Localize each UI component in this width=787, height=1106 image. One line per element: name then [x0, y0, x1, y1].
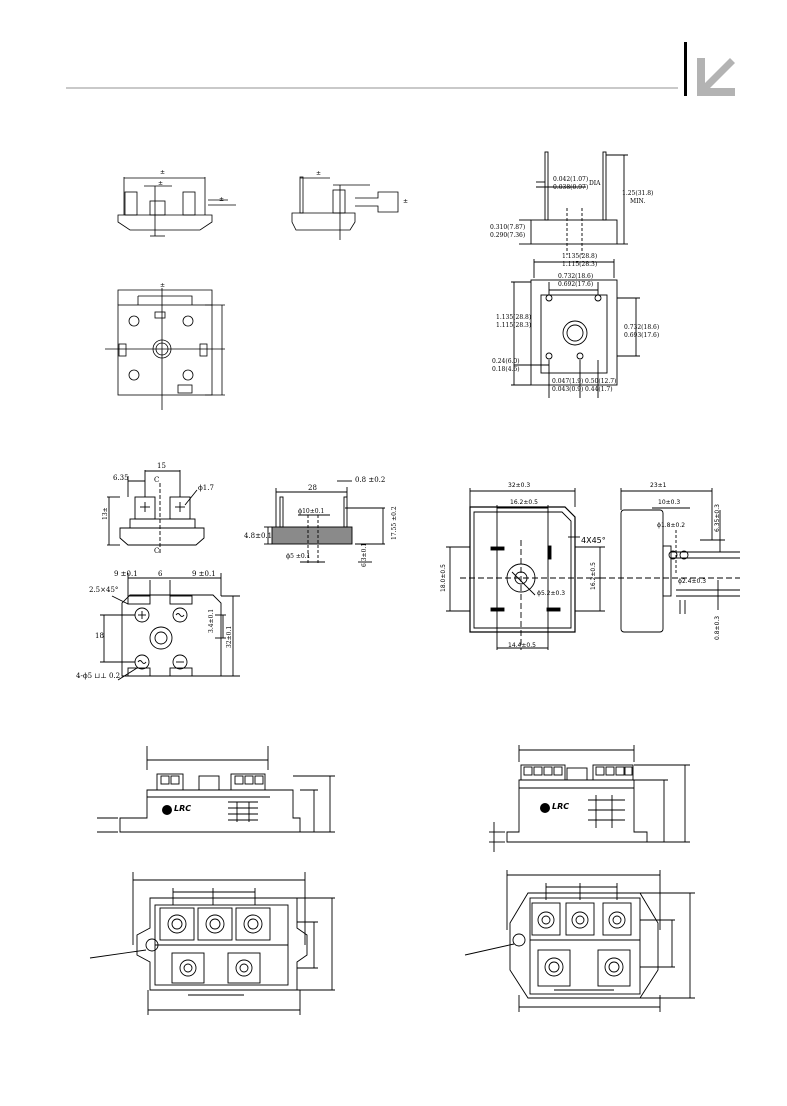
fig3-inner: 16.2±0.5 [510, 499, 538, 506]
lrc-logo-left [162, 805, 172, 815]
fig2-holes: 4-ϕ5 ⊔⊥ 0.2 [76, 672, 121, 680]
fig1-pin-dia: 0.042(1.07) [553, 176, 589, 183]
fig3-bottom: 14.4±0.5 [508, 642, 536, 649]
fig3-side-08: 0.8±0.3 [714, 615, 721, 640]
fig2-b34: 3.4±0.1 [208, 608, 215, 633]
fig1-side-view [519, 151, 628, 255]
fig2-c-bot: C [154, 547, 160, 555]
fig1-height: 1.25(31.8) [622, 190, 654, 197]
fig2-b32: 32±0.1 [226, 625, 233, 648]
module-right-terminals [531, 902, 632, 987]
fig2-h13: 13± [102, 507, 109, 520]
fig2-a9r: 9 ±0.1 [192, 570, 216, 578]
arrow-down-left-icon [697, 58, 735, 96]
module-right-side-view [489, 745, 690, 852]
logo-divider [684, 42, 687, 96]
fig1-side-min: 1.115(28.3) [496, 322, 532, 329]
fig1-pin-p-max: 0.50(12.7) [585, 378, 617, 385]
fig1-pin-w-max: 0.047(1.9) [552, 378, 584, 385]
fig2-top-view [100, 573, 240, 681]
fig2-h1755: 17.55 ±0.2 [391, 506, 398, 540]
fig3-side-10: 10±0.3 [658, 499, 681, 506]
fig1-width-max: 1.135(28.8) [562, 253, 598, 260]
fig1-dia-label: DIA [589, 180, 601, 187]
lrc-brand-left: LRC [174, 804, 192, 813]
fig2-phi10: ϕ10±0.1 [298, 508, 325, 515]
fig1-body-h-max: 0.310(7.87) [490, 224, 526, 231]
fig3-side-w: 23±1 [650, 482, 667, 489]
fig3-hole: ϕ5.2±0.3 [537, 590, 566, 597]
topleft-side-view [291, 176, 399, 240]
fig1-side-max: 1.135(28.8) [496, 314, 532, 321]
fig1-height-min: MIN. [630, 198, 646, 205]
fig2-h48: 4.8±0.1 [244, 532, 273, 540]
fig2-w15: 15 [157, 462, 166, 470]
tl-sup-1: ± [160, 169, 166, 176]
fig2-phi5: ϕ5 ±0.1 [286, 553, 311, 560]
fig3-chamfer: 4X45° [581, 536, 606, 545]
fig1-pin-dia-min: 0.038(0.97) [553, 184, 589, 191]
fig1-pin-p-min: 0.44(1.7) [585, 386, 613, 393]
fig1-edge-min: 0.18(4.6) [492, 366, 520, 373]
fig2-chamfer: 2.5×45° [89, 586, 119, 594]
lrc-logo-right [540, 803, 550, 813]
tl-sup-3: ± [219, 196, 225, 203]
fig3-top: 32±0.3 [508, 482, 531, 489]
module-left-side-view [97, 746, 335, 833]
fig2-w635: 6.35 [113, 474, 129, 482]
fig2-a9l: 9 ±0.1 [114, 570, 138, 578]
tl-sup-5: ± [403, 198, 409, 205]
fig1-hole-sp-min: 0.692(17.6) [558, 281, 594, 288]
module-left-top-view [89, 872, 335, 1015]
fig1-pin-w-min: 0.043(0.9) [552, 386, 584, 393]
fig3-side-635: 6.35±0.3 [714, 504, 721, 532]
fig2-b18: 18 [95, 632, 104, 640]
fig1-hole-sp-max: 0.732(18.6) [558, 273, 594, 280]
fig3-side-view [600, 488, 740, 633]
fig2-phi17: ϕ1.7 [198, 484, 214, 492]
fig2-side-view [264, 480, 385, 563]
fig1-top-view [511, 259, 640, 398]
fig2-h63: 6.3±0.1 [361, 542, 368, 567]
fig1-vsp-min: 0.693(17.6) [624, 332, 660, 339]
fig2-w28: 28 [308, 484, 317, 492]
fig2-t08: 0.8 ±0.2 [355, 476, 386, 484]
module-left-terminals [159, 907, 271, 984]
tl-sup-6: ± [160, 282, 166, 289]
fig2-a6: 6 [158, 570, 163, 578]
fig1-edge-max: 0.24(6.0) [492, 358, 520, 365]
tl-sup-2: ± [158, 180, 164, 187]
fig3-right: 16.2±0.5 [590, 562, 597, 590]
topleft-top-view [105, 288, 225, 410]
fig2-c-top: C [154, 476, 160, 484]
fig1-body-h-min: 0.290(7.36) [490, 232, 526, 239]
fig3-side-18: ϕ1.8±0.2 [657, 522, 686, 529]
tl-sup-4: ± [316, 170, 322, 177]
fig3-side-24: ϕ2.4±0.3 [678, 578, 707, 585]
module-right-top-view [464, 870, 695, 1012]
fig1-width-min: 1.115(28.3) [562, 261, 598, 268]
header-rule [66, 87, 678, 89]
fig2-front-view [107, 470, 205, 555]
fig3-left: 18.0±0.5 [440, 564, 447, 592]
lrc-brand-right: LRC [552, 802, 570, 811]
fig3-top-view [446, 488, 605, 650]
topleft-front-view [117, 177, 236, 237]
fig1-vsp-max: 0.732(18.6) [624, 324, 660, 331]
